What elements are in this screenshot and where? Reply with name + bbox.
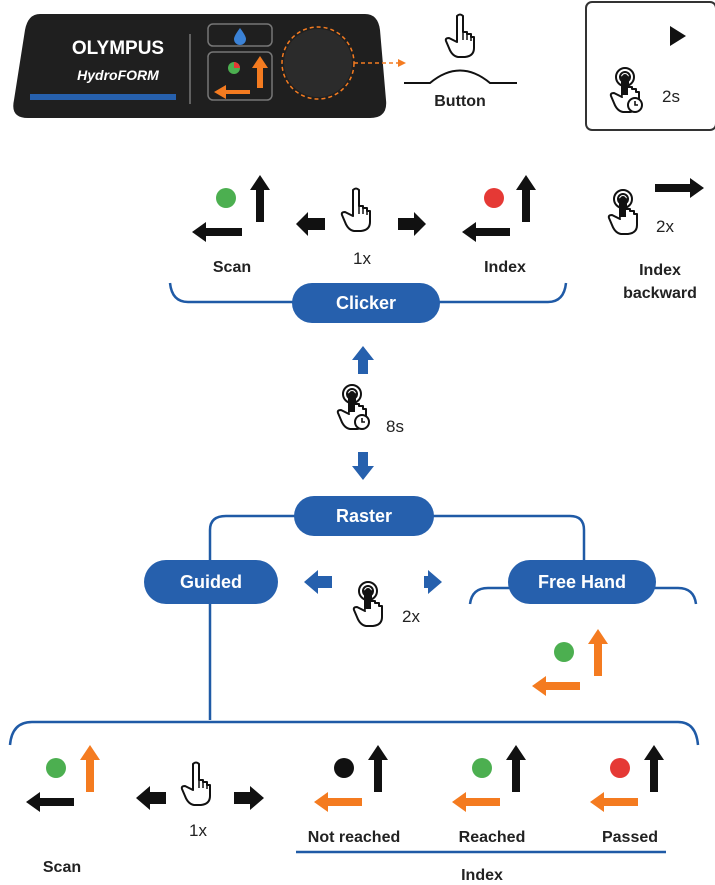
passed-label: Passed: [602, 829, 658, 846]
guided-pill-label: Guided: [180, 572, 242, 592]
water-drop-icon: [234, 28, 246, 45]
mode-icon-box: [207, 51, 273, 101]
raster-left-arrow: [304, 570, 332, 594]
clicker-index-label: Index: [484, 259, 526, 276]
legend-box: 2s: [585, 1, 715, 131]
mode-up-arrow-icon: [252, 56, 268, 88]
clicker-toggle-count: 1x: [353, 249, 371, 268]
play-icon: [670, 26, 686, 46]
clicker-scan-icon: [192, 175, 270, 242]
water-icon-box: [207, 23, 273, 47]
reached-icon: [452, 745, 526, 812]
free-hand-scan-icon: [532, 629, 608, 696]
guided-right-arrow: [234, 786, 264, 810]
guided-index-label: Index: [461, 867, 503, 884]
index-backward-group: 2x Index backward: [607, 178, 704, 302]
raster-right-arrow: [424, 570, 442, 594]
not-reached-label: Not reached: [308, 829, 400, 846]
index-backward-label-1: Index: [639, 262, 681, 279]
reached-label: Reached: [459, 829, 526, 846]
raster-press-icon: [352, 581, 383, 627]
clicker-pill-label: Clicker: [336, 293, 396, 313]
device-model: HydroFORM: [77, 67, 159, 83]
clicker-index-icon: [462, 175, 536, 242]
switch-down-arrow: [352, 452, 374, 480]
index-backward-count: 2x: [656, 217, 674, 236]
clicker-press-icon: [340, 187, 371, 232]
device-button: [284, 29, 352, 97]
guided-scan-icon: [26, 745, 100, 812]
raster-pill-label: Raster: [336, 506, 392, 526]
switch-up-arrow: [352, 346, 374, 374]
index-backward-press-icon: [607, 189, 638, 235]
free-hand-pill-label: Free Hand: [538, 572, 626, 592]
legend-hold-duration: 2s: [662, 87, 680, 106]
guided-left-arrow: [136, 786, 166, 810]
raster-pill[interactable]: [294, 496, 434, 536]
clicker-scan-label: Scan: [213, 259, 251, 276]
guided-pill[interactable]: [144, 560, 278, 604]
switch-press-hold-icon: [338, 385, 369, 429]
passed-icon: [590, 745, 664, 812]
mode-left-arrow-icon: [214, 85, 250, 99]
button-illustration: Button: [404, 13, 517, 110]
guided-press-icon: [180, 761, 211, 806]
index-backward-arrow: [655, 178, 704, 198]
clicker-pill[interactable]: [292, 283, 440, 323]
switch-hold-duration: 8s: [386, 417, 404, 436]
raster-toggle-count: 2x: [402, 607, 420, 626]
index-backward-label-2: backward: [623, 285, 697, 302]
not-reached-icon: [314, 745, 388, 812]
guided-scan-label: Scan: [43, 859, 81, 876]
device-panel: OLYMPUS HydroFORM: [13, 14, 406, 118]
guided-toggle-count: 1x: [189, 821, 207, 840]
free-hand-pill[interactable]: [508, 560, 656, 604]
button-label: Button: [434, 93, 486, 110]
device-blue-stripe: [30, 94, 176, 100]
device-brand: OLYMPUS: [72, 38, 164, 59]
clicker-right-arrow: [398, 212, 426, 236]
clicker-left-arrow: [296, 212, 325, 236]
guided-bracket: [8, 720, 700, 746]
